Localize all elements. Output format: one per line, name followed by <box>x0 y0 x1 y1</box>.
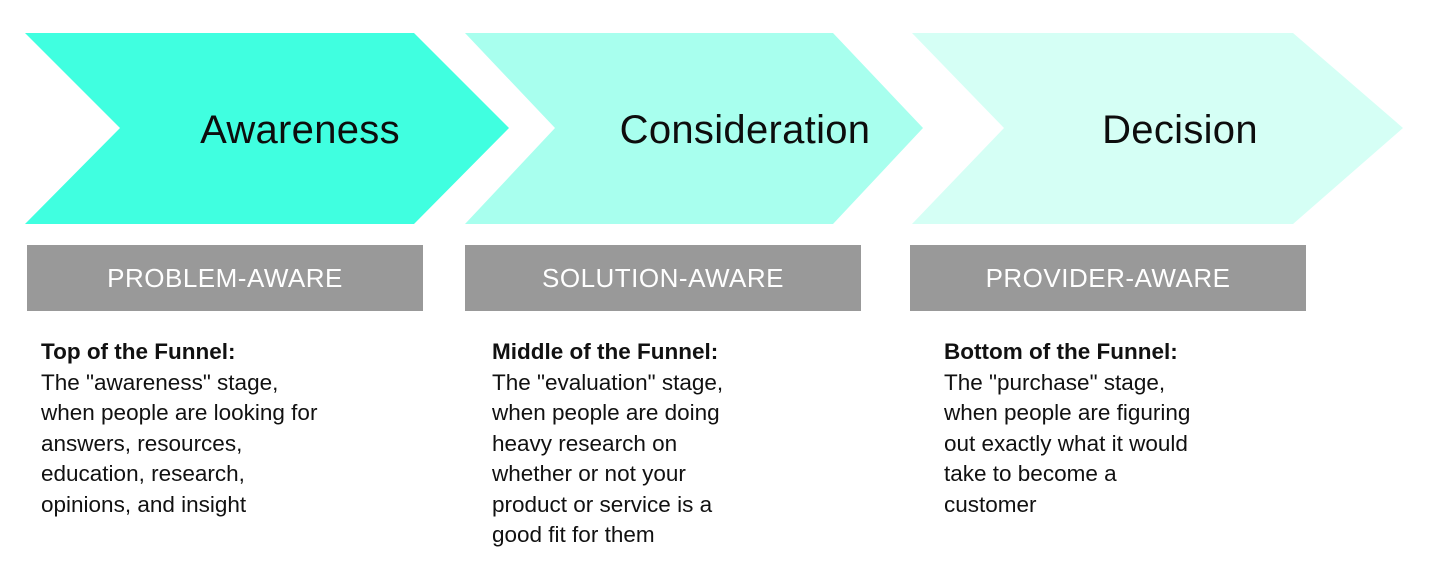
description-line: answers, resources, <box>41 430 243 456</box>
description-heading: Middle of the Funnel: <box>492 339 719 364</box>
funnel-chevrons <box>25 33 1403 224</box>
description-line: product or service is a <box>492 491 713 517</box>
description-line: whether or not your <box>492 461 686 486</box>
stage-title-awareness: Awareness <box>200 108 400 152</box>
chevron-consideration <box>465 33 923 224</box>
description-line: when people are figuring <box>944 400 1191 425</box>
description-line: The "evaluation" stage, <box>492 369 724 395</box>
description-middle-funnel: Middle of the Funnel: The "evaluation" s… <box>492 337 723 551</box>
description-line: when people are doing <box>492 400 720 425</box>
description-line: good fit for them <box>492 522 655 547</box>
description-line: take to become a <box>944 461 1117 486</box>
chevron-awareness <box>25 33 509 224</box>
description-line: opinions, and insight <box>41 491 247 517</box>
description-line: when people are looking for <box>41 400 318 425</box>
description-bottom-funnel: Bottom of the Funnel: The "purchase" sta… <box>944 337 1190 520</box>
stage-title-consideration: Consideration <box>619 108 871 152</box>
description-line: education, research, <box>41 461 245 486</box>
description-line: out exactly what it would <box>944 430 1188 456</box>
tag-problem-aware: PROBLEM-AWARE <box>27 245 423 311</box>
description-line: The "purchase" stage, <box>944 369 1166 395</box>
tag-provider-aware: PROVIDER-AWARE <box>910 245 1306 311</box>
description-heading: Bottom of the Funnel: <box>944 339 1178 364</box>
chevron-decision <box>912 33 1403 224</box>
description-line: The "awareness" stage, <box>41 369 279 395</box>
stage-title-decision: Decision <box>1102 108 1258 152</box>
description-top-funnel: Top of the Funnel: The "awareness" stage… <box>41 337 317 520</box>
tag-solution-aware: SOLUTION-AWARE <box>465 245 861 311</box>
description-line: heavy research on <box>492 430 678 456</box>
description-heading: Top of the Funnel: <box>41 339 236 364</box>
description-line: customer <box>944 491 1037 517</box>
